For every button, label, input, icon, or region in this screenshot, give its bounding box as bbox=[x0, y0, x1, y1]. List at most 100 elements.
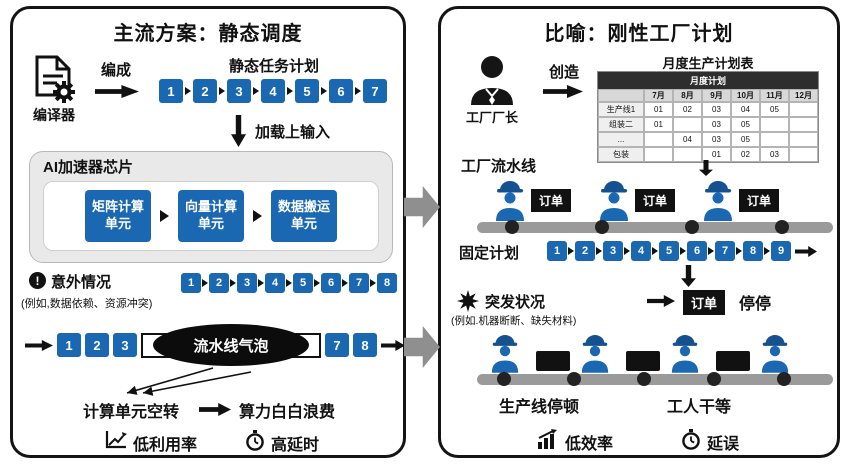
arrow-icon bbox=[253, 210, 262, 222]
roller-icon bbox=[595, 220, 609, 234]
value-cell bbox=[789, 132, 818, 147]
fixed-plan-item: 5 bbox=[659, 241, 687, 261]
arrow-icon bbox=[342, 279, 348, 287]
month-header-cell: 10月 bbox=[731, 89, 760, 102]
fixed-plan-item: 1 bbox=[547, 241, 575, 261]
worker-icon bbox=[496, 181, 524, 221]
load-label: 加载上输入 bbox=[255, 124, 331, 141]
order-badge: 订单 bbox=[635, 189, 676, 212]
task-plan-item: 3 bbox=[227, 79, 261, 103]
arrow-icon bbox=[219, 87, 225, 95]
roller-icon bbox=[777, 372, 791, 386]
worker-icon bbox=[671, 335, 699, 373]
value-cell: 05 bbox=[760, 102, 789, 117]
task-block: 3 bbox=[113, 333, 137, 357]
arrow-icon bbox=[680, 247, 686, 255]
task-block: 2 bbox=[193, 79, 217, 103]
utilization-chart-icon bbox=[105, 430, 127, 455]
fixed-plan-label: 固定计划 bbox=[459, 245, 520, 262]
chip-title: AI加速器芯片 bbox=[43, 159, 134, 176]
efficiency-bars-icon bbox=[537, 429, 559, 454]
month-header-cell: 7月 bbox=[644, 89, 673, 102]
roller-icon bbox=[775, 220, 789, 234]
factory-manager-icon bbox=[469, 55, 515, 110]
value-cell: 03 bbox=[702, 102, 731, 117]
chip-units: 矩阵计算单元向量计算单元数据搬运单元 bbox=[43, 181, 379, 251]
value-cell bbox=[789, 117, 818, 132]
task-block: 4 bbox=[261, 79, 285, 103]
arrow-icon bbox=[736, 247, 742, 255]
low-utilization-label: 低利用率 bbox=[133, 437, 198, 454]
task-block: 5 bbox=[295, 79, 319, 103]
value-cell: 03 bbox=[702, 117, 731, 132]
bubble-right-item: 7 bbox=[325, 333, 349, 357]
create-arrow-label: 创造 bbox=[549, 64, 580, 81]
unexpected-item: 8 bbox=[377, 273, 397, 293]
task-block: 9 bbox=[771, 241, 791, 261]
task-block: 2 bbox=[209, 273, 229, 293]
conveyor-belt bbox=[477, 220, 833, 234]
arrow-icon bbox=[286, 279, 292, 287]
fixed-plan-item: 4 bbox=[631, 241, 659, 261]
pipeline-bubble: 流水线气泡 bbox=[153, 324, 309, 366]
arrow-icon bbox=[160, 210, 169, 222]
bubble-right-item: 8 bbox=[353, 333, 377, 357]
fixed-plan-item: 7 bbox=[715, 241, 743, 261]
task-block: 7 bbox=[325, 333, 349, 357]
line-halt-label: 生产线停顿 bbox=[499, 399, 580, 416]
task-block: 1 bbox=[57, 333, 81, 357]
fixed-plan-item: 9 bbox=[771, 241, 791, 261]
task-block: 8 bbox=[743, 241, 763, 261]
value-cell: 02 bbox=[731, 147, 760, 162]
fixed-plan-item: 8 bbox=[743, 241, 771, 261]
task-plan-item: 6 bbox=[329, 79, 363, 103]
compiler-label: 编译器 bbox=[33, 107, 75, 123]
factory-manager-label: 工厂厂长 bbox=[465, 110, 518, 125]
month-header-cell: 9月 bbox=[702, 89, 731, 102]
value-cell: 04 bbox=[673, 132, 702, 147]
arrow-icon bbox=[314, 279, 320, 287]
task-plan-item: 1 bbox=[159, 79, 193, 103]
table-corner-cell bbox=[598, 89, 644, 102]
worker-icon bbox=[491, 335, 519, 373]
delay-label: 延误 bbox=[707, 436, 740, 453]
left-panel-title: 主流方案：静态调度 bbox=[113, 23, 303, 45]
worker-icon bbox=[581, 335, 609, 373]
assembly-line-title: 工厂流水线 bbox=[461, 158, 537, 175]
task-block: 6 bbox=[329, 79, 353, 103]
arrow-icon bbox=[624, 247, 630, 255]
arrow-icon bbox=[230, 279, 236, 287]
arrow-icon bbox=[652, 247, 658, 255]
task-block: 4 bbox=[631, 241, 651, 261]
value-cell bbox=[789, 147, 818, 162]
burst-icon bbox=[457, 290, 479, 317]
arrow-icon bbox=[202, 279, 208, 287]
month-header-cell: 12月 bbox=[789, 89, 818, 102]
task-block: 7 bbox=[349, 273, 369, 293]
arrow-icon bbox=[370, 279, 376, 287]
arrow-icon bbox=[764, 247, 770, 255]
pipeline-in-arrow bbox=[25, 340, 53, 351]
bubble-left-item: 2 bbox=[85, 333, 109, 357]
idle-machine-icon bbox=[626, 351, 660, 371]
roller-icon bbox=[505, 220, 519, 234]
unexpected-item: 7 bbox=[349, 273, 377, 293]
fixed-plan-item: 6 bbox=[687, 241, 715, 261]
roller-icon bbox=[685, 220, 699, 234]
task-block: 8 bbox=[377, 273, 397, 293]
task-block: 3 bbox=[237, 273, 257, 293]
pipeline-out-arrow bbox=[381, 340, 405, 351]
arrow-icon bbox=[258, 279, 264, 287]
unexpected-item: 4 bbox=[265, 273, 293, 293]
fixed-plan-item: 3 bbox=[603, 241, 631, 261]
idle-machine-icon bbox=[536, 351, 570, 371]
value-cell bbox=[760, 117, 789, 132]
task-plan-item: 7 bbox=[363, 79, 387, 103]
arrow-icon bbox=[596, 247, 602, 255]
value-cell: 02 bbox=[673, 102, 702, 117]
task-plan-item: 4 bbox=[261, 79, 295, 103]
compiler-icon bbox=[31, 55, 77, 103]
chip-unit-item: 向量计算单元 bbox=[178, 190, 271, 242]
